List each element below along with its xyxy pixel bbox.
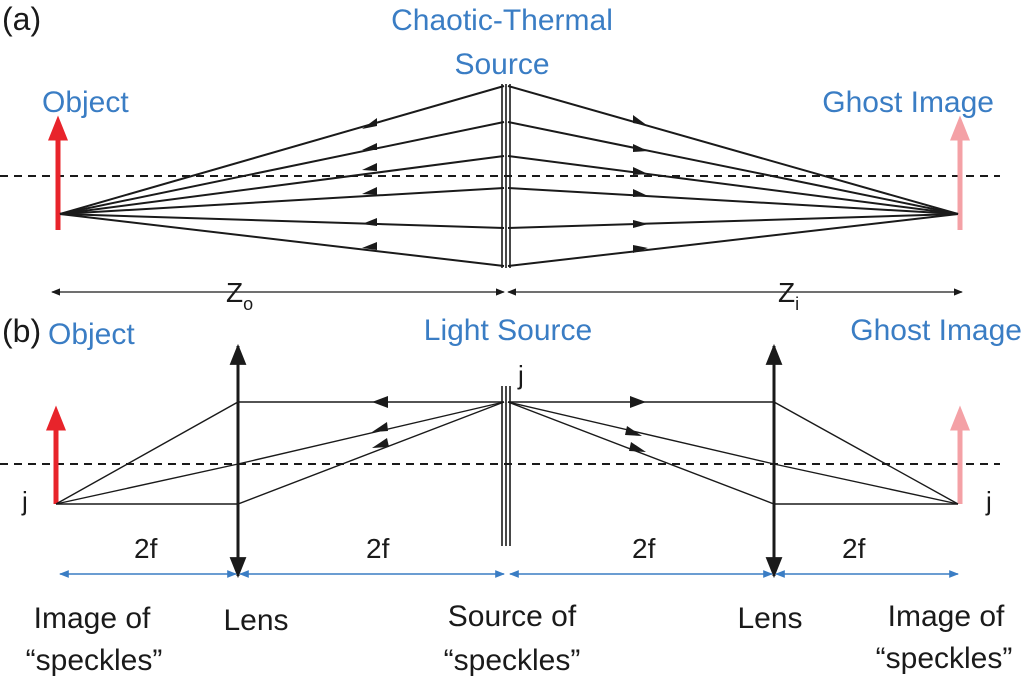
caption-image-of-speckles-left-line2: “speckles” [26, 644, 163, 677]
distance-label-zi: Zi [778, 277, 799, 314]
object-label-b: Object [48, 318, 135, 351]
distance-label-zo: Zo [226, 277, 253, 314]
ghost-image-label-b: Ghost Image [850, 314, 1022, 347]
panel-b: (b) Object Light Source Ghost Image j j … [0, 313, 1022, 677]
distance-label-2f-3: 2f [632, 533, 656, 564]
ray-arrowheads-image-side [633, 115, 648, 253]
rays-left [55, 401, 505, 505]
rays-right [507, 401, 959, 505]
caption-lens-right: Lens [737, 602, 802, 635]
object-label: Object [42, 86, 129, 119]
caption-source-of-speckles-line2: “speckles” [444, 644, 581, 677]
light-source [501, 386, 511, 546]
caption-source-of-speckles-line1: Source of [448, 600, 577, 633]
caption-image-of-speckles-right-line2: “speckles” [876, 642, 1013, 675]
thermal-source [501, 84, 511, 268]
ghost-point-label: j [985, 486, 992, 516]
distance-label-2f-1: 2f [134, 533, 158, 564]
distance-label-2f-2: 2f [366, 533, 390, 564]
caption-image-of-speckles-left-line1: Image of [34, 602, 151, 635]
panel-a-tag: (a) [2, 1, 41, 37]
source-label-line2: Source [454, 48, 549, 81]
distance-label-2f-4: 2f [842, 533, 866, 564]
ghost-image-label: Ghost Image [822, 86, 994, 119]
source-label-line1: Chaotic-Thermal [391, 4, 613, 37]
panel-a: (a) Chaotic-Thermal Source Object Ghost … [0, 1, 1000, 314]
ray-arrowheads-right [625, 396, 646, 452]
object-point-label: j [21, 486, 28, 516]
rays-object-side [59, 85, 505, 267]
caption-lens-left: Lens [223, 604, 288, 637]
light-source-label: Light Source [424, 314, 592, 347]
source-point-label: j [517, 360, 524, 390]
panel-b-tag: (b) [2, 313, 41, 349]
ray-arrowheads-object-side [362, 118, 377, 250]
caption-image-of-speckles-right-line1: Image of [888, 600, 1005, 633]
ray-arrowheads-left [372, 396, 389, 448]
rays-image-side [507, 85, 959, 267]
